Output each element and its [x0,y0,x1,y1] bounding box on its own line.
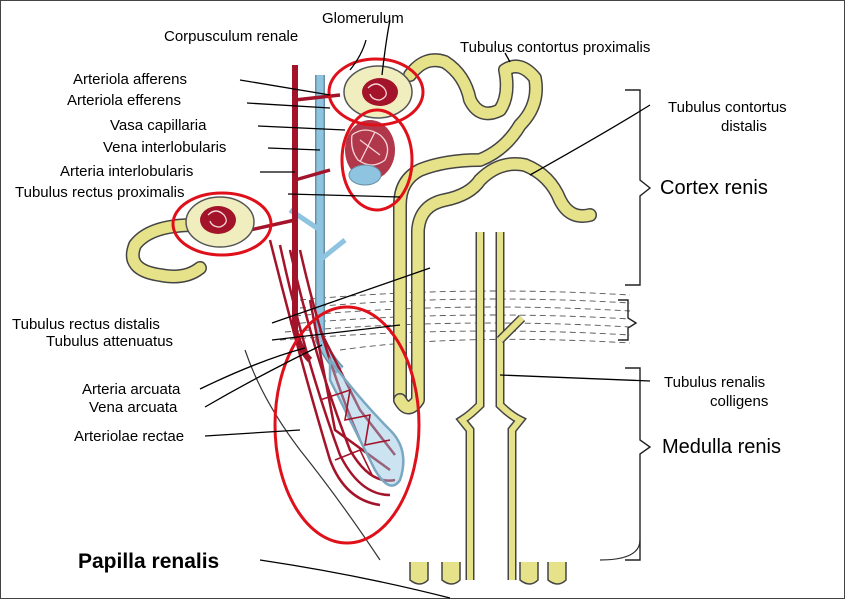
leader-arteriolae-rectae [205,430,300,436]
label-arteria-interlobularis: Arteria interlobularis [60,163,193,180]
label-vena-interlobularis: Vena interlobularis [103,139,226,156]
glomerulum-left [186,197,254,247]
leader-tubulus-attenuatus [272,325,400,340]
cortex-brace [625,90,650,285]
leader-tubulus-contortus-distalis [530,105,650,175]
label-tubulus-attenuatus: Tubulus attenuatus [46,333,173,350]
label-tubulus-renalis-colligens-1: Tubulus renalis [664,374,765,391]
label-arteria-arcuata: Arteria arcuata [82,381,181,398]
label-tubulus-contortus-proximalis: Tubulus contortus proximalis [460,39,650,56]
label-tubulus-rectus-distalis: Tubulus rectus distalis [12,316,160,333]
highlight-vasa-recta [275,307,419,543]
label-tubulus-rectus-proximalis: Tubulus rectus proximalis [15,184,185,201]
leader-tubulus-colligens [500,375,650,381]
collecting-duct [462,232,520,580]
label-arteriola-efferens: Arteriola efferens [67,92,181,109]
medulla-outline-right [600,540,640,560]
leader-vena-arcuata [205,345,322,407]
label-vasa-capillaria: Vasa capillaria [110,117,207,134]
papillary-ducts [410,562,566,584]
label-tubulus-renalis-colligens-2: colligens [710,393,768,410]
leader-vasa-capillaria [258,126,345,130]
label-papilla-renalis: Papilla renalis [78,550,219,573]
label-tubulus-contortus-distalis-2: distalis [721,118,767,135]
label-tubulus-contortus-distalis-1: Tubulus contortus [668,99,787,116]
distal-tubule [400,164,590,408]
label-medulla-renis: Medulla renis [662,436,781,458]
label-corpusculum-renale: Corpusculum renale [164,28,298,45]
outer-medulla-brace [618,300,636,340]
corticomedullary-boundary [280,291,630,350]
blood-vessels [186,65,412,505]
vasa-capillaria-bed [345,120,395,185]
label-arteriolae-rectae: Arteriolae rectae [74,428,184,445]
leader-tubulus-rectus-proximalis [288,194,400,197]
leader-corpusculum [350,40,366,70]
label-vena-arcuata: Vena arcuata [89,399,178,416]
medulla-brace [625,368,650,560]
label-glomerulum: Glomerulum [322,10,404,27]
label-arteriola-afferens: Arteriola afferens [73,71,187,88]
vena-interlobularis-vessel [320,75,340,370]
label-cortex-renis: Cortex renis [660,177,768,199]
